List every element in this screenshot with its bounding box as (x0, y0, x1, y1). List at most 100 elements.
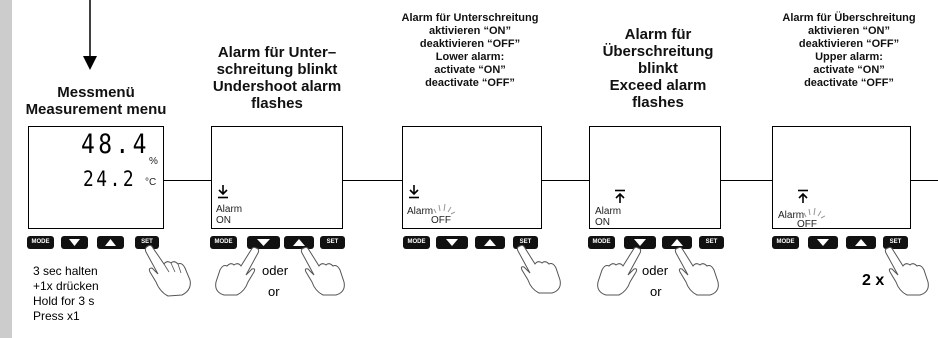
title-line: Messmenü (57, 84, 135, 101)
title-line: Alarm für Unter– (217, 44, 337, 61)
alternative-word-en: or (268, 284, 280, 299)
connector-line (343, 180, 402, 181)
main-unit: % (149, 156, 158, 167)
title-line: Alarm für Überschreitung (782, 12, 916, 24)
pointing-hand-icon (516, 244, 561, 294)
button-row-3: MODE SET (403, 236, 543, 249)
lower-limit-arrow-icon (218, 185, 228, 199)
title-line: flashes (251, 95, 303, 112)
up-triangle-icon (855, 239, 867, 246)
title-line: deactivate “OFF” (425, 77, 515, 89)
connector-line (164, 180, 211, 181)
set-button[interactable]: SET (135, 236, 159, 249)
alarm-label: Alarm (407, 206, 434, 217)
up-triangle-icon (293, 239, 305, 246)
title-line: aktivieren “ON” (429, 25, 511, 37)
main-reading: 48.4 (81, 129, 150, 160)
title-line: Undershoot alarm (212, 78, 342, 95)
instruction-line: 3 sec halten (33, 264, 98, 278)
button-row-5: MODE SET (772, 236, 912, 249)
stage-4-title: Alarm für Überschreitung blinkt Exceed a… (578, 26, 738, 111)
entry-arrow-icon (83, 0, 97, 70)
set-button[interactable]: SET (699, 236, 724, 249)
pointing-hand-icon (300, 246, 345, 296)
down-triangle-icon (446, 239, 458, 246)
mode-button[interactable]: MODE (27, 236, 54, 249)
down-triangle-icon (257, 239, 270, 246)
title-line: Lower alarm: (435, 51, 505, 63)
alarm-state: OFF (797, 219, 817, 230)
title-line: deactivate “OFF” (804, 77, 894, 89)
title-line: Alarm für (624, 26, 692, 43)
connector-line (721, 180, 772, 181)
title-line: Exceed alarm (609, 77, 707, 94)
alarm-label: Alarm (778, 210, 805, 221)
set-button[interactable]: SET (320, 236, 345, 249)
alternative-word-de: oder (642, 263, 669, 278)
display-screen-5: Alarm OFF (772, 126, 911, 230)
down-button[interactable] (808, 236, 838, 249)
instruction-line: +1x drücken (33, 279, 99, 293)
down-button[interactable] (436, 236, 468, 249)
title-line: Überschreitung (602, 43, 714, 60)
stage-2-title: Alarm für Unter– schreitung blinkt Under… (196, 44, 358, 112)
button-row-4: MODE SET (588, 236, 728, 249)
mode-button[interactable]: MODE (772, 236, 799, 249)
left-margin-bar (0, 0, 12, 338)
mode-button[interactable]: MODE (210, 236, 237, 249)
up-triangle-icon (105, 239, 116, 246)
title-line: Alarm für Unterschreitung (401, 12, 539, 24)
title-line: deaktivieren “OFF” (419, 38, 521, 50)
set-button[interactable]: SET (883, 236, 908, 249)
alarm-state: ON (595, 217, 610, 228)
pointing-hand-icon (597, 246, 642, 296)
repeat-count: 2 x (862, 272, 885, 289)
down-triangle-icon (817, 239, 829, 246)
up-button[interactable] (475, 236, 505, 249)
up-button[interactable] (662, 236, 692, 249)
display-screen-3: Alarm OFF (402, 126, 542, 229)
blink-rays-icon (433, 203, 455, 215)
pointing-hand-icon (144, 244, 191, 297)
down-triangle-icon (69, 239, 80, 246)
mode-button[interactable]: MODE (588, 236, 615, 249)
title-line: activate “ON” (434, 64, 506, 76)
upper-limit-arrow-icon (615, 189, 625, 203)
connector-line (911, 180, 938, 181)
stage-3-title: Alarm für Unterschreitung aktivieren “ON… (380, 12, 560, 90)
sub-unit: °C (145, 177, 157, 188)
display-screen-1: 48.4 % 24.2 °C (28, 126, 164, 229)
connector-line (542, 180, 589, 181)
down-button[interactable] (61, 236, 88, 249)
down-triangle-icon (634, 239, 646, 246)
alarm-state: OFF (431, 215, 451, 226)
stage-1-instructions: 3 sec halten +1x drücken Hold for 3 s Pr… (33, 264, 99, 324)
button-row-2: MODE SET (210, 236, 350, 249)
down-button[interactable] (247, 236, 280, 249)
display-screen-2: Alarm ON (211, 126, 343, 229)
down-button[interactable] (624, 236, 656, 249)
title-line: Measurement menu (25, 101, 167, 118)
title-line: Upper alarm: (815, 51, 883, 63)
alternative-word-en: or (650, 284, 662, 299)
up-button[interactable] (846, 236, 876, 249)
pointing-hand-icon (215, 246, 260, 296)
button-row-1: MODE SET (27, 236, 167, 249)
up-button[interactable] (97, 236, 124, 249)
title-line: deaktivieren “OFF” (798, 38, 900, 50)
title-line: activate “ON” (813, 64, 885, 76)
alarm-label: Alarm (595, 206, 622, 217)
up-button[interactable] (284, 236, 314, 249)
pointing-hand-icon (884, 246, 929, 296)
sub-reading: 24.2 (83, 167, 137, 191)
mode-button[interactable]: MODE (403, 236, 430, 249)
stage-1-title: Messmenü Measurement menu (14, 84, 178, 118)
instruction-line: Hold for 3 s (33, 294, 95, 308)
lower-limit-arrow-icon (409, 185, 419, 199)
display-screen-4: Alarm ON (589, 126, 721, 229)
title-line: flashes (632, 94, 684, 111)
alarm-label: Alarm (216, 204, 243, 215)
pointing-hand-icon (674, 246, 719, 296)
instruction-line: Press x1 (33, 309, 80, 323)
up-triangle-icon (671, 239, 683, 246)
